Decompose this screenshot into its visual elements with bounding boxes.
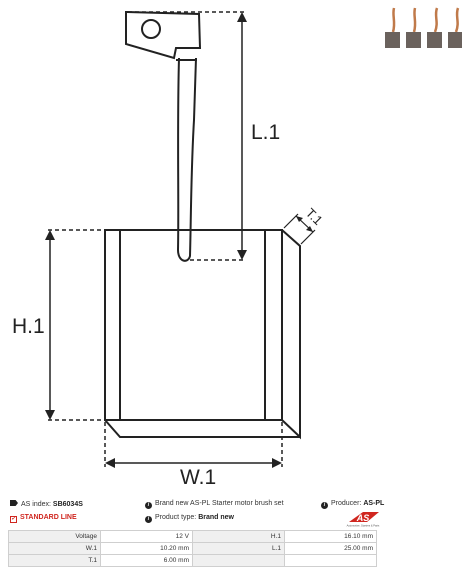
specs-table: Voltage 12 V H.1 16.10 mm W.1 10.20 mm L… (8, 530, 377, 567)
spec-value: 12 V (100, 530, 193, 543)
dimension-t1-label: T.1 (303, 205, 326, 228)
check-icon: ✓ (10, 516, 17, 523)
as-index-value: SB6034S (52, 501, 83, 508)
brush-photo-1 (385, 7, 400, 48)
dimension-l1-label: L.1 (251, 121, 280, 144)
spec-value: 6.00 mm (100, 554, 193, 567)
standard-line: ✓STANDARD LINE (10, 514, 77, 523)
dimension-w1-label: W.1 (180, 466, 216, 489)
spec-label: Voltage (8, 530, 101, 543)
product-type-value: Brand new (198, 514, 234, 521)
spec-label: L.1 (192, 542, 285, 555)
brush-photo-2 (406, 7, 421, 48)
product-photo (385, 7, 462, 48)
tag-icon (10, 500, 18, 506)
product-type-label: Product type: (155, 514, 197, 521)
spec-value: 16.10 mm (284, 530, 377, 543)
spec-label: T.1 (8, 554, 101, 567)
lead-wire (176, 57, 197, 262)
dimension-w1: W.1 (104, 422, 283, 489)
spec-label: H.1 (192, 530, 285, 543)
standard-line-label: STANDARD LINE (20, 514, 77, 521)
spec-value: 25.00 mm (284, 542, 377, 555)
spec-value (284, 554, 377, 567)
dimension-l1: L.1 (128, 11, 280, 261)
terminal-lug (125, 10, 202, 60)
brush-body (104, 229, 301, 440)
as-index-label: AS index: (21, 501, 51, 508)
table-row: Voltage 12 V H.1 16.10 mm (8, 530, 377, 543)
producer-label: Producer: (331, 500, 362, 507)
info-icon: i (321, 502, 328, 509)
spec-value: 10.20 mm (100, 542, 193, 555)
spec-label: W.1 (8, 542, 101, 555)
dimension-h1-label: H.1 (12, 315, 45, 338)
as-index: AS index: SB6034S (10, 500, 83, 508)
info-icon: i (145, 502, 152, 509)
table-row: T.1 6.00 mm (8, 554, 377, 567)
brush-photo-4 (448, 7, 462, 48)
info-icon: i (145, 516, 152, 523)
table-row: W.1 10.20 mm L.1 25.00 mm (8, 542, 377, 555)
producer-value: AS-PL (363, 500, 385, 507)
technical-drawing: L.1 H.1 W.1 T.1 (12, 10, 326, 489)
logo-subtitle: Automotive, Starters & Parts (347, 524, 380, 528)
brush-photo-3 (427, 7, 442, 48)
logo-text: AS (356, 513, 370, 523)
spec-label (192, 554, 285, 567)
dimension-h1: H.1 (12, 229, 105, 421)
description-text: Brand new AS-PL Starter motor brush set (155, 500, 284, 507)
as-pl-logo: AS Automotive, Starters & Parts (347, 512, 380, 528)
